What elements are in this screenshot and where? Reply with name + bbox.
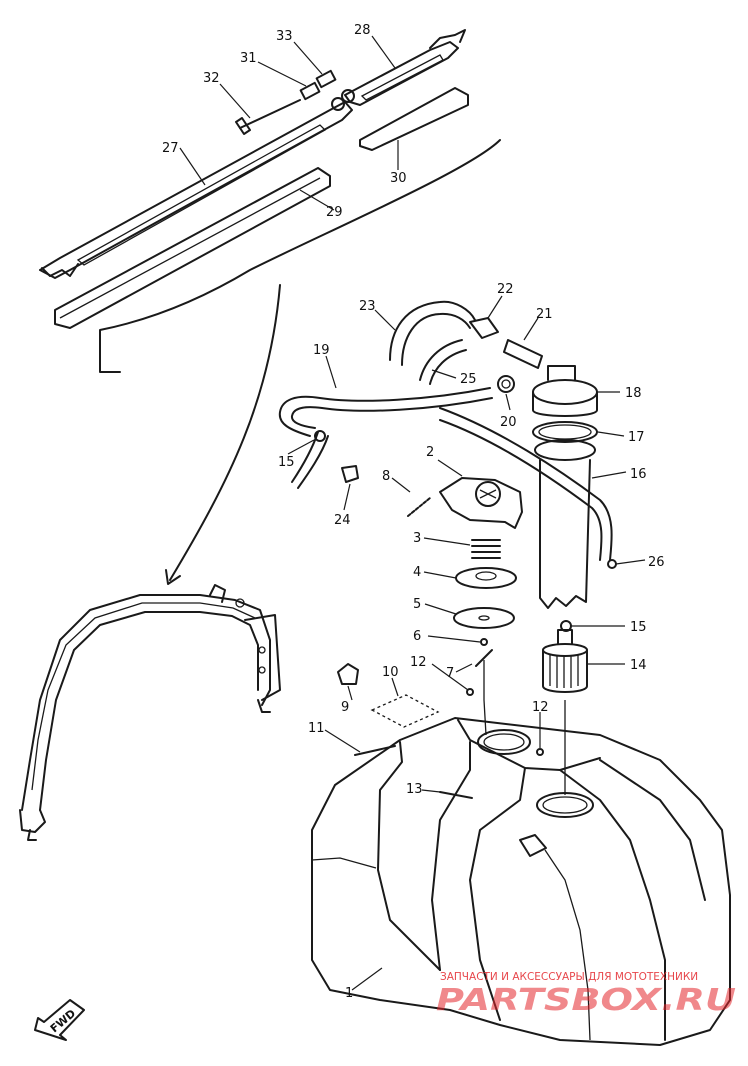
nut-12b — [536, 748, 544, 756]
spring-pin-8 — [407, 497, 431, 517]
callout-25: 25 — [460, 372, 477, 387]
strap-27 — [39, 101, 353, 279]
callout-23: 23 — [359, 299, 376, 314]
cap-guide-line — [483, 660, 487, 736]
hose-19 — [278, 387, 493, 489]
callout-7: 7 — [446, 666, 454, 681]
callout-11: 11 — [308, 721, 325, 736]
screw-7 — [475, 649, 493, 667]
clamp-20 — [497, 375, 515, 393]
callout-16: 16 — [630, 467, 647, 482]
callout-29: 29 — [326, 205, 343, 220]
spring-3 — [471, 539, 501, 559]
label-10 — [370, 694, 440, 728]
watermark-caption: ЗАПЧАСТИ И АКСЕССУАРЫ ДЛЯ МОТОТЕХНИКИ — [440, 971, 698, 983]
installed-strap — [19, 584, 281, 841]
leader-lines — [179, 35, 646, 991]
callout-33: 33 — [276, 29, 293, 44]
callout-32: 32 — [203, 71, 220, 86]
washer-6 — [480, 638, 488, 646]
clip-26 — [607, 559, 617, 569]
nut-12a — [466, 688, 474, 696]
clip-24 — [341, 465, 359, 483]
callout-24: 24 — [334, 513, 351, 528]
hose-21 — [503, 339, 543, 369]
clip-15-lower — [560, 620, 572, 632]
callout-15b: 15 — [630, 620, 647, 635]
callout-2: 2 — [426, 445, 434, 460]
assembly-arrow — [165, 284, 281, 585]
pad-29 — [54, 167, 331, 329]
joint-22 — [469, 317, 499, 339]
callout-17: 17 — [628, 430, 645, 445]
callout-labels: 1 2 3 4 5 6 7 8 9 10 11 12 12 13 14 15 1… — [162, 23, 665, 1001]
hose-23 — [389, 300, 476, 366]
callout-3: 3 — [413, 531, 421, 546]
collar-33 — [315, 69, 337, 89]
callout-12a: 12 — [410, 655, 427, 670]
callout-15a: 15 — [278, 455, 295, 470]
callout-8: 8 — [382, 469, 390, 484]
callout-6: 6 — [413, 629, 421, 644]
callout-14: 14 — [630, 658, 647, 673]
filler-cap-2 — [439, 477, 523, 529]
callout-26: 26 — [648, 555, 665, 570]
callout-13: 13 — [406, 782, 423, 797]
fuel-tank-1 — [311, 717, 731, 1046]
callout-9: 9 — [341, 700, 349, 715]
cap-plate-4 — [455, 567, 517, 589]
hose-26 — [439, 407, 613, 561]
watermark: ЗАПЧАСТИ И АКСЕССУАРЫ ДЛЯ МОТОТЕХНИКИ PA… — [436, 971, 736, 1018]
callout-19: 19 — [313, 343, 330, 358]
watermark-logo: PARTSBOX.RU — [436, 983, 736, 1018]
bolt-32 — [235, 99, 301, 135]
hose-25 — [419, 339, 467, 385]
callout-27: 27 — [162, 141, 179, 156]
callout-31: 31 — [240, 51, 257, 66]
cap-9 — [337, 663, 359, 685]
callout-5: 5 — [413, 597, 421, 612]
filter-cap-18 — [532, 365, 598, 417]
callout-30: 30 — [390, 171, 407, 186]
clip-15-upper — [314, 430, 326, 442]
gasket-5 — [453, 607, 515, 629]
strainer-14 — [542, 629, 588, 693]
fwd-direction-arrow: FWD — [34, 999, 85, 1041]
callout-20: 20 — [500, 415, 517, 430]
strap-inset-outline — [99, 139, 501, 373]
callout-10: 10 — [382, 665, 399, 680]
callout-22: 22 — [497, 282, 514, 297]
callout-1: 1 — [345, 986, 353, 1001]
callout-12b: 12 — [532, 700, 549, 715]
callout-21: 21 — [536, 307, 553, 322]
callout-4: 4 — [413, 565, 421, 580]
collar-31 — [299, 81, 321, 101]
callout-18: 18 — [625, 386, 642, 401]
strap-hinge-joint — [331, 89, 355, 111]
pad-30 — [359, 87, 469, 151]
strap-28 — [344, 29, 466, 106]
callout-28: 28 — [354, 23, 371, 38]
filter-body-16 — [534, 439, 596, 609]
